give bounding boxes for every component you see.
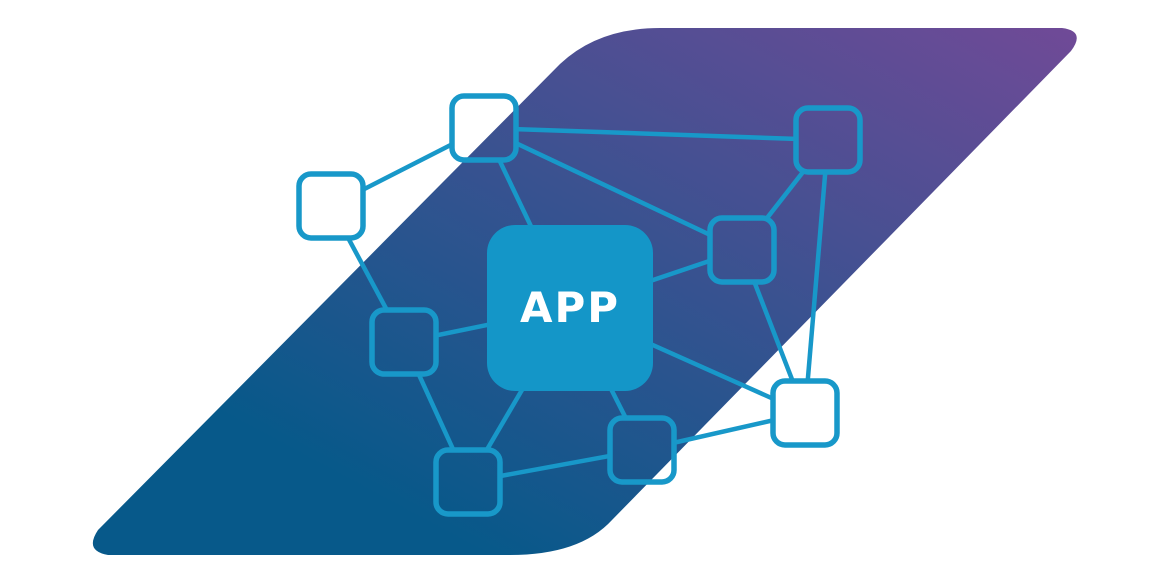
app-label: APP xyxy=(520,283,620,332)
node-n6-box xyxy=(770,378,840,448)
edge-line xyxy=(483,125,743,253)
node-n5-box xyxy=(369,307,439,377)
node-fill xyxy=(299,174,363,238)
node-n7-box xyxy=(607,415,677,485)
app-box xyxy=(487,225,653,391)
edge-line xyxy=(802,139,831,414)
edge-line xyxy=(483,125,829,143)
app-node: APP xyxy=(487,225,653,391)
node-fill xyxy=(773,381,837,445)
node-n3-box xyxy=(793,105,863,175)
node-n1-box xyxy=(449,93,519,163)
node-n4-box xyxy=(707,215,777,285)
node-n8-box xyxy=(433,447,503,517)
node-n2-box xyxy=(296,171,366,241)
nodes xyxy=(296,93,863,517)
